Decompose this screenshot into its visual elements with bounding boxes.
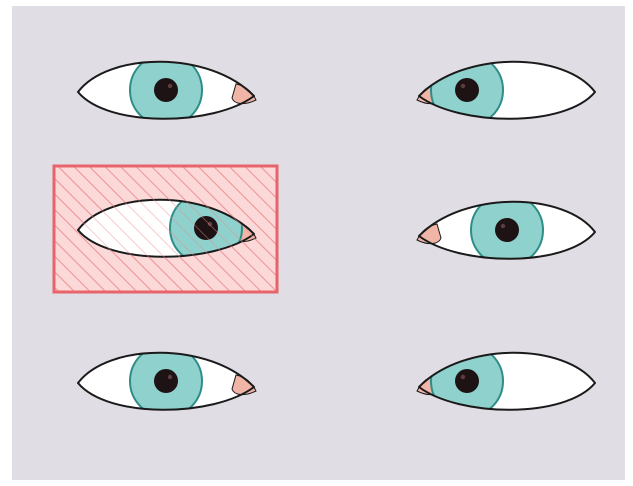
pupil-glint (461, 375, 465, 379)
pupil-glint (168, 375, 172, 379)
pupil-glint (168, 84, 172, 88)
pupil (455, 369, 479, 393)
pupil (495, 218, 519, 242)
pupil (154, 78, 178, 102)
pupil (455, 78, 479, 102)
highlight-overlay (54, 166, 277, 292)
pupil-glint (501, 224, 505, 228)
pupil-glint (461, 84, 465, 88)
pupil (154, 369, 178, 393)
